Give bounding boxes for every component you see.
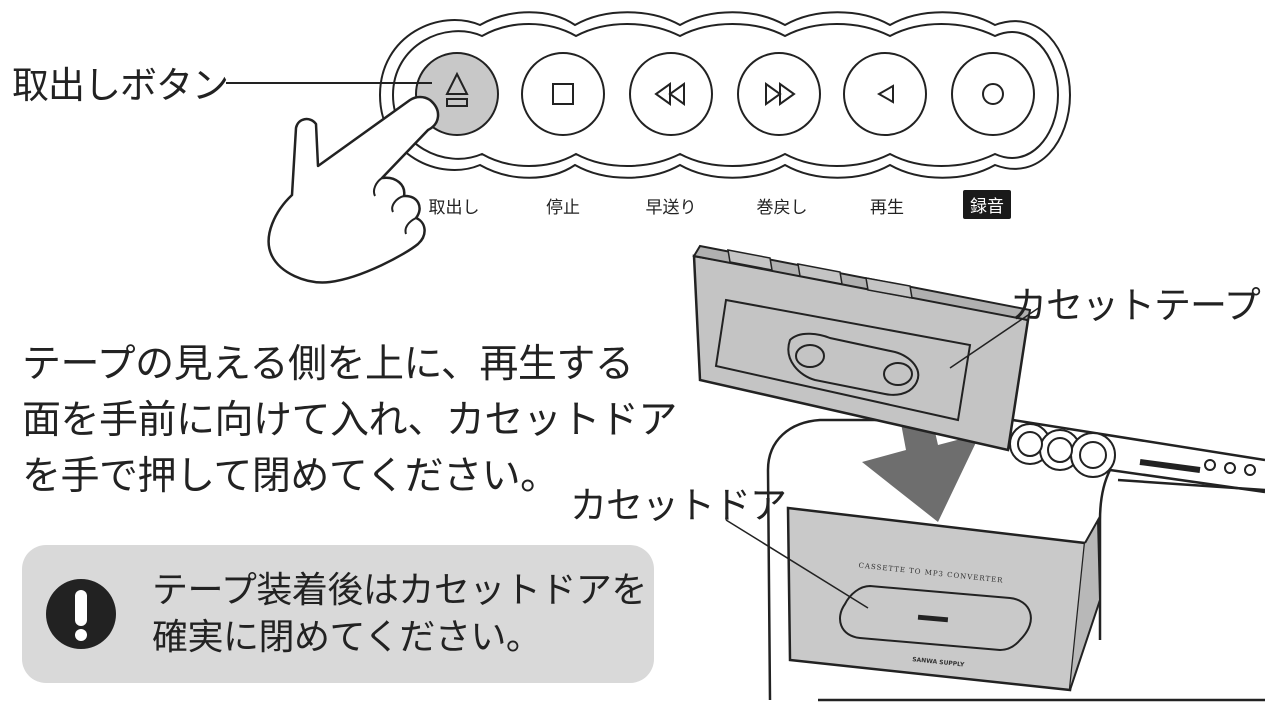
cassette-callout-line bbox=[949, 306, 1041, 369]
record-icon bbox=[982, 83, 1004, 105]
instruction-text: テープの見える側を上に、再生する 面を手前に向けて入れ、カセットドア を手で押し… bbox=[22, 337, 677, 505]
hand-finger-detail bbox=[372, 177, 417, 235]
play-icon bbox=[876, 84, 894, 104]
eject-button-callout: 取出しボタン bbox=[12, 64, 229, 107]
stop-icon bbox=[552, 83, 574, 105]
stop-button[interactable] bbox=[521, 52, 605, 136]
play-button[interactable] bbox=[843, 52, 927, 136]
cassette-tape bbox=[692, 244, 1032, 452]
instruction-line: テープの見える側を上に、再生する bbox=[22, 342, 634, 387]
rewind-button[interactable] bbox=[737, 52, 821, 136]
warning-line: テープ装着後はカセットドアを bbox=[152, 570, 647, 611]
instruction-line: 面を手前に向けて入れ、カセットドア bbox=[22, 398, 677, 443]
button-panel bbox=[378, 11, 1072, 179]
door-hinge bbox=[1069, 516, 1102, 691]
fast-forward-button-label: 早送り bbox=[645, 198, 697, 218]
door-slot bbox=[917, 614, 949, 623]
cassette-door-callout: カセットドア bbox=[570, 484, 787, 527]
warning-line: 確実に閉めてください。 bbox=[152, 617, 542, 658]
warning-box: テープ装着後はカセットドアを 確実に閉めてください。 bbox=[22, 545, 654, 683]
exclamation-icon bbox=[46, 579, 116, 649]
play-button-label: 再生 bbox=[870, 198, 904, 218]
insert-arrow-icon bbox=[862, 410, 980, 522]
stop-button-label: 停止 bbox=[546, 198, 580, 218]
cassette-player-body bbox=[766, 416, 1265, 702]
cassette-tape-callout: カセットテープ bbox=[1010, 284, 1261, 327]
device-slider bbox=[1139, 459, 1201, 473]
eject-button-label: 取出し bbox=[428, 198, 480, 218]
rewind-icon bbox=[765, 82, 796, 106]
door-window bbox=[839, 584, 1032, 652]
hand-icon bbox=[267, 95, 440, 284]
record-button[interactable] bbox=[951, 52, 1035, 136]
door-callout-line bbox=[725, 519, 869, 609]
device-buttons bbox=[1009, 423, 1256, 478]
fast-forward-button[interactable] bbox=[629, 52, 713, 136]
rewind-button-label: 巻戻し bbox=[756, 198, 808, 218]
warning-text: テープ装着後はカセットドアを 確実に閉めてください。 bbox=[152, 567, 647, 661]
fast-forward-icon bbox=[654, 82, 685, 106]
instruction-line: を手で押して閉めてください。 bbox=[22, 454, 559, 499]
eject-icon bbox=[445, 71, 469, 107]
record-button-label: 録音 bbox=[963, 190, 1011, 219]
